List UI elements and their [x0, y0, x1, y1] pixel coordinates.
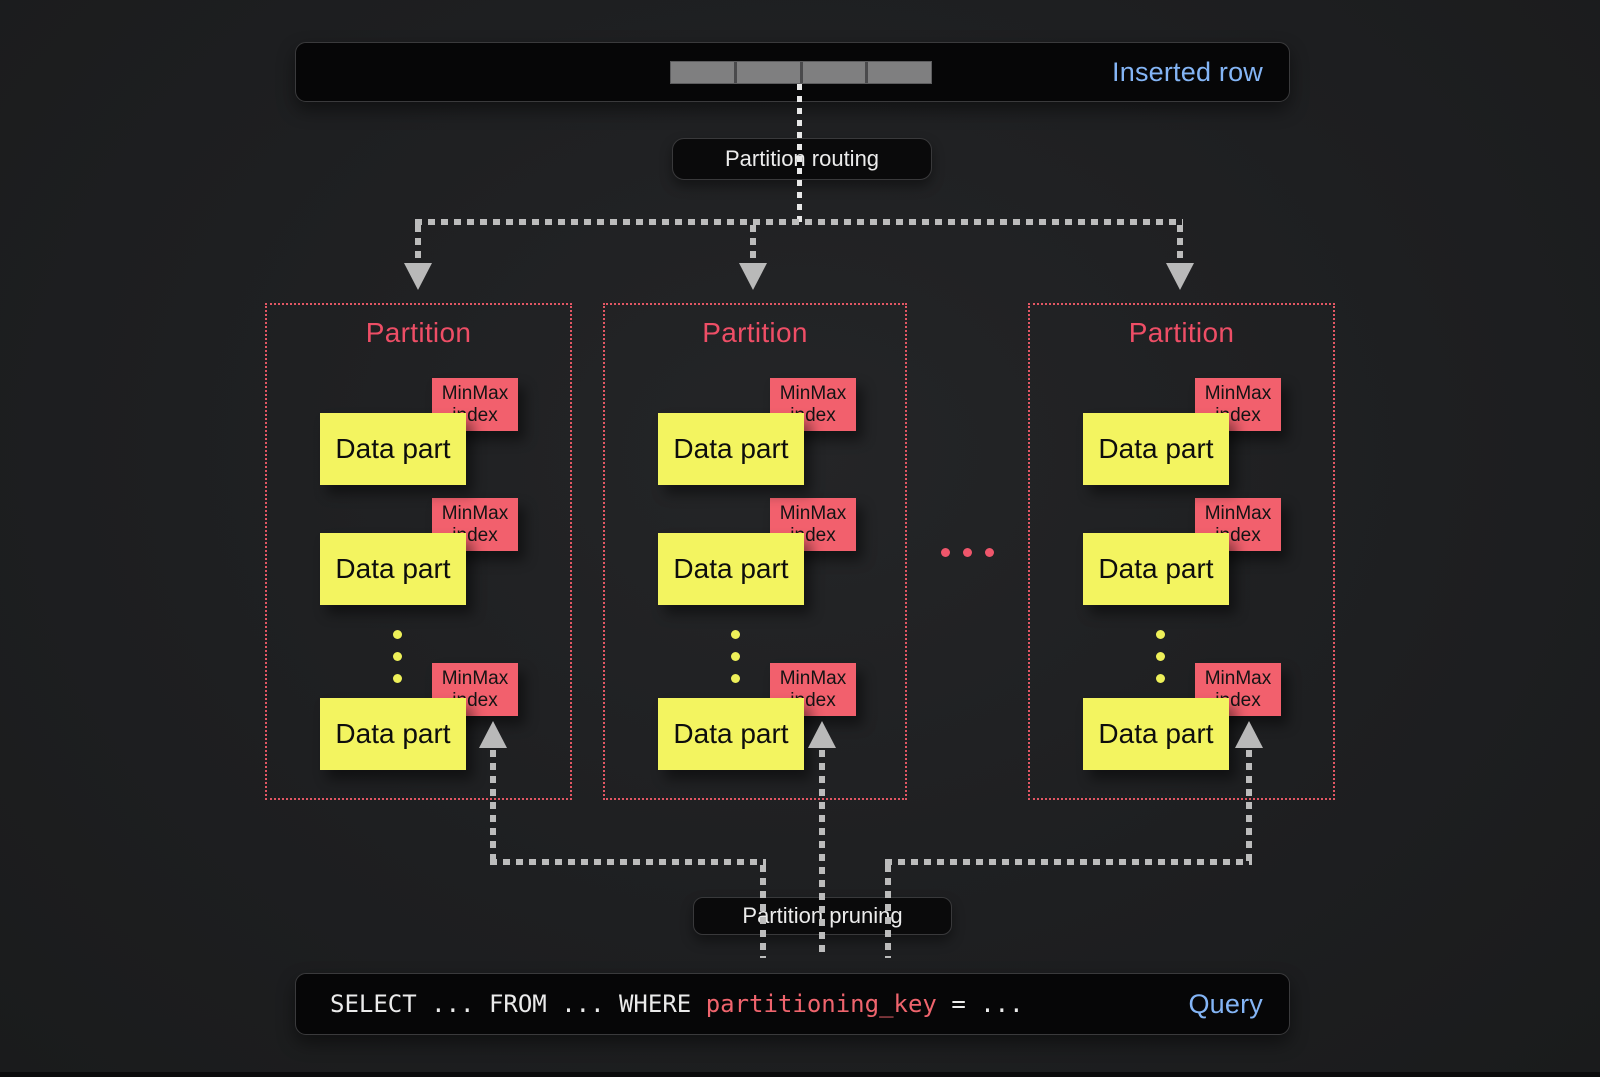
partition-ellipsis [941, 548, 994, 557]
query-sql-suffix: = ... [936, 990, 1024, 1018]
more-parts-ellipsis-dot [393, 674, 402, 683]
connector-drop-partition-3 [1177, 225, 1183, 263]
more-parts-ellipsis-dot [393, 630, 402, 639]
row-segments-bar [670, 61, 932, 84]
data-part-box: Data part [320, 698, 466, 770]
minmax-label-line1: MinMax [441, 667, 509, 689]
connector-drop-partition-2 [750, 225, 756, 263]
data-part-box: Data part [1083, 533, 1229, 605]
query-label: Query [1188, 988, 1263, 1019]
partition-title: Partition [1128, 317, 1235, 348]
routing-label-text: Partition routing [724, 146, 880, 171]
minmax-label-line1: MinMax [779, 667, 847, 689]
arrow-down-icon [739, 263, 767, 290]
more-parts-ellipsis-dot [393, 652, 402, 661]
ellipsis-dot [963, 548, 972, 557]
partition-title: Partition [702, 317, 808, 348]
data-part-box: Data part [658, 533, 804, 605]
arrow-up-icon [808, 721, 836, 748]
more-parts-ellipsis-dot [731, 652, 740, 661]
arrow-down-icon [1166, 263, 1194, 290]
connector-drop-right [885, 865, 891, 958]
connector-tail-partition-3 [1246, 750, 1252, 862]
row-segment [671, 62, 734, 83]
connector-tail-partition-1 [490, 750, 496, 862]
connector-drop-partition-1 [415, 225, 421, 263]
row-segment [736, 62, 800, 83]
data-part-box: Data part [658, 413, 804, 485]
row-segment [868, 62, 931, 83]
connector-bottom-bus-right [885, 859, 1252, 865]
partition-box-3: Partition MinMax index Data part MinMax … [1028, 303, 1335, 800]
minmax-label-line1: MinMax [441, 382, 509, 404]
more-parts-ellipsis-dot [1156, 630, 1165, 639]
partition-box-2: Partition MinMax index Data part MinMax … [603, 303, 907, 800]
ellipsis-dot [985, 548, 994, 557]
data-part-box: Data part [1083, 413, 1229, 485]
partition-box-1: Partition MinMax index Data part MinMax … [265, 303, 572, 800]
arrow-up-icon [1235, 721, 1263, 748]
minmax-label-line1: MinMax [1204, 382, 1272, 404]
more-parts-ellipsis-dot [1156, 674, 1165, 683]
connector-top-bus [415, 219, 1183, 225]
query-box: SELECT ... FROM ... WHERE partitioning_k… [295, 973, 1290, 1035]
bottom-edge-band [0, 1072, 1600, 1077]
connector-center-routing-line [797, 84, 802, 222]
minmax-label-line1: MinMax [1204, 502, 1272, 524]
minmax-label-line1: MinMax [779, 382, 847, 404]
arrow-up-icon [479, 721, 507, 748]
connector-drop-left [760, 865, 766, 958]
minmax-label-line1: MinMax [1204, 667, 1272, 689]
inserted-row-label: Inserted row [1112, 56, 1263, 87]
minmax-index-box: MinMax index [432, 498, 518, 551]
data-part-box: Data part [658, 698, 804, 770]
query-sql: SELECT ... FROM ... WHERE partitioning_k… [330, 974, 1024, 1034]
inserted-row-box: Inserted row [295, 42, 1290, 102]
ellipsis-dot [941, 548, 950, 557]
arrow-down-icon [404, 263, 432, 290]
data-part-box: Data part [320, 413, 466, 485]
minmax-label-line1: MinMax [441, 502, 509, 524]
more-parts-ellipsis-dot [1156, 652, 1165, 661]
data-part-box: Data part [1083, 698, 1229, 770]
row-segment [802, 62, 866, 83]
more-parts-ellipsis-dot [731, 674, 740, 683]
more-parts-ellipsis-dot [731, 630, 740, 639]
data-part-box: Data part [320, 533, 466, 605]
connector-bottom-bus-left [490, 859, 766, 865]
partition-title: Partition [365, 317, 472, 348]
query-sql-prefix: SELECT ... FROM ... WHERE [330, 990, 706, 1018]
connector-tail-partition-2 [819, 750, 825, 958]
minmax-label-line1: MinMax [779, 502, 847, 524]
routing-label: Partition routing [672, 138, 932, 180]
query-sql-partitioning-key: partitioning_key [705, 990, 937, 1018]
